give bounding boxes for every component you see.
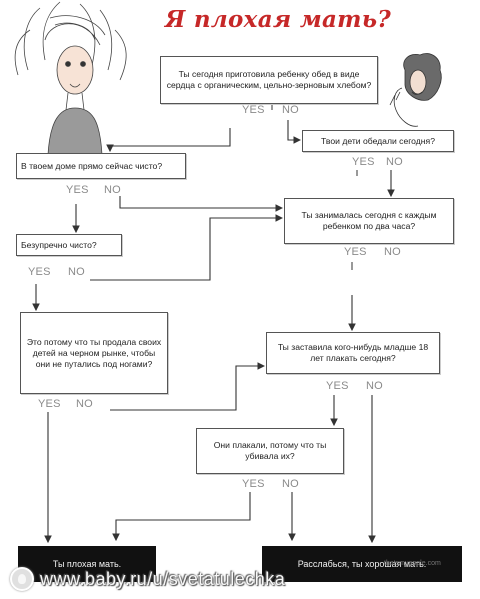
question-text: Безупречно чисто? <box>21 239 97 250</box>
page-title: Я плохая мать? <box>165 6 392 33</box>
answer-no: NO <box>104 184 121 196</box>
question-two-hours: Ты занималась сегодня с каждым ребенком … <box>284 198 454 244</box>
watermark: www.baby.ru/u/svetatulechka <box>10 566 340 592</box>
question-text: Твои дети обедали сегодня? <box>321 135 435 146</box>
question-house-clean: В твоем доме прямо сейчас чисто? <box>16 153 186 179</box>
question-spotless: Безупречно чисто? <box>16 234 122 256</box>
question-text: Ты занималась сегодня с каждым ребенком … <box>301 210 437 231</box>
answer-no: NO <box>76 398 93 410</box>
question-text: Ты сегодня приготовила ребенку обед в ви… <box>166 69 372 90</box>
answer-yes: YES <box>38 398 61 410</box>
answer-no: NO <box>68 266 85 278</box>
result-bad-mother: Ты плохая мать. <box>18 546 156 582</box>
answer-no: NO <box>282 478 299 490</box>
answer-no: NO <box>282 104 299 116</box>
result-text: Расслабься, ты хорошая мать. <box>297 559 427 569</box>
question-text: Это потому что ты продала своих детей на… <box>26 336 162 369</box>
question-black-market: Это потому что ты продала своих детей на… <box>20 312 168 394</box>
question-lunch-heart: Ты сегодня приготовила ребенку обед в ви… <box>160 56 378 104</box>
crying-child-illustration <box>389 53 442 127</box>
answer-yes: YES <box>28 266 51 278</box>
watermark-text: www.baby.ru/u/svetatulechka <box>40 568 286 589</box>
result-text: Ты плохая мать. <box>52 559 122 569</box>
baby-ru-logo-icon <box>10 567 34 591</box>
answer-yes: YES <box>242 478 265 490</box>
answer-yes: YES <box>242 104 265 116</box>
answer-yes: YES <box>352 156 375 168</box>
question-kids-ate: Твои дети обедали сегодня? <box>302 130 454 152</box>
question-text: В твоем доме прямо сейчас чисто? <box>21 160 163 171</box>
answer-yes: YES <box>326 380 349 392</box>
answer-yes: YES <box>344 246 367 258</box>
result-good-mother: Расслабься, ты хорошая мать. <box>262 546 462 582</box>
stressed-mother-illustration <box>14 1 127 156</box>
question-text: Ты заставила кого-нибудь младше 18 лет п… <box>277 342 429 363</box>
question-text: Они плакали, потому что ты убивала их? <box>213 440 327 461</box>
answer-no: NO <box>384 246 401 258</box>
question-cried-killing: Они плакали, потому что ты убивала их? <box>196 428 344 474</box>
answer-yes: YES <box>66 184 89 196</box>
answer-no: NO <box>386 156 403 168</box>
question-made-cry: Ты заставила кого-нибудь младше 18 лет п… <box>266 332 440 374</box>
answer-no: NO <box>366 380 383 392</box>
source-credit: thatsmyapple.com <box>384 560 441 567</box>
